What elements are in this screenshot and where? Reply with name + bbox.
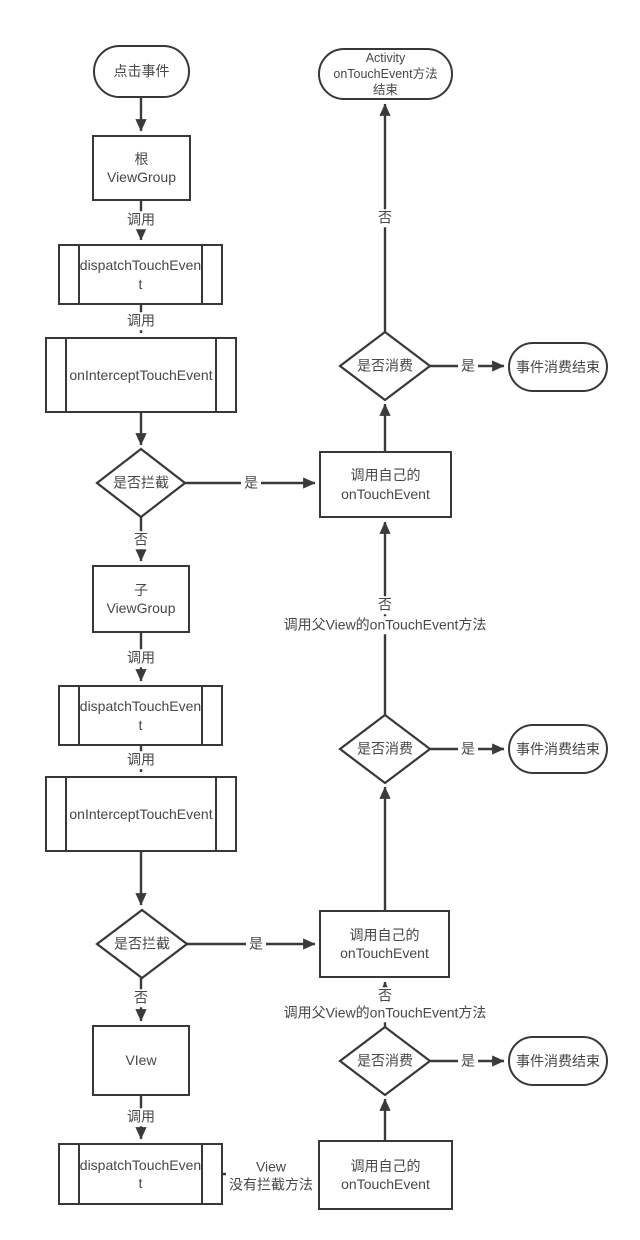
edge-label-yes-2: 是 (246, 935, 266, 953)
edge-label-no-5: 否 (375, 987, 395, 1005)
node-call-own-ontouchevent-3: 调用自己的 onTouchEvent (318, 1140, 453, 1210)
edge-label-view-no-intercept: View 没有拦截方法 (226, 1158, 316, 1194)
edge-label-call-2: 调用 (124, 312, 158, 330)
edge-label-call-1: 调用 (124, 211, 158, 229)
edge-label-yes-3: 是 (458, 357, 478, 375)
edge-label-call-parent-2: 调用父View的onTouchEvent方法 (280, 1004, 490, 1022)
diamond-is-consume-1 (338, 330, 432, 402)
node-call-own-ontouchevent-2: 调用自己的 onTouchEvent (319, 910, 450, 978)
decision-is-consume-2-label: 是否消费 (357, 740, 413, 757)
node-event-consume-end-2: 事件消费结束 (508, 724, 608, 774)
node-label: dispatchTouchEvent (79, 257, 202, 292)
node-label: onInterceptTouchEvent (69, 366, 213, 383)
edge-label-yes-1: 是 (241, 474, 261, 492)
node-view: VIew (92, 1025, 190, 1096)
node-on-intercept-touch-event-1: onInterceptTouchEvent (45, 337, 237, 413)
node-start: 点击事件 (93, 45, 190, 98)
node-on-intercept-touch-event-2: onInterceptTouchEvent (45, 776, 237, 852)
node-dispatch-touch-event-2: dispatchTouchEvent (58, 685, 223, 746)
edge-label-yes-5: 是 (458, 1052, 478, 1070)
decision-is-intercept-1-label: 是否拦截 (113, 474, 169, 491)
edge-label-call-3: 调用 (124, 649, 158, 667)
edge-label-call-parent-1: 调用父View的onTouchEvent方法 (280, 616, 490, 634)
diamond-is-intercept-2 (95, 908, 189, 980)
edge-label-no-2: 否 (131, 989, 151, 1007)
decision-is-consume-1-label: 是否消费 (357, 357, 413, 374)
diamond-is-intercept-1 (95, 447, 187, 519)
node-dispatch-touch-event-3: dispatchTouchEvent (58, 1143, 223, 1205)
edge-label-yes-4: 是 (458, 740, 478, 758)
decision-diamonds (95, 330, 432, 1097)
diamond-is-consume-2 (338, 713, 432, 785)
diamond-is-consume-3 (338, 1025, 432, 1097)
edge-label-no-1: 否 (131, 531, 151, 549)
node-child-viewgroup: 子 ViewGroup (92, 565, 190, 633)
node-activity-ontouchevent-end: Activity onTouchEvent方法 结束 (318, 48, 453, 100)
node-dispatch-touch-event-1: dispatchTouchEvent (58, 244, 223, 305)
decision-is-consume-3-label: 是否消费 (357, 1052, 413, 1069)
node-event-consume-end-1: 事件消费结束 (508, 342, 608, 392)
node-label: dispatchTouchEvent (79, 698, 202, 733)
decision-is-intercept-2-label: 是否拦截 (114, 935, 170, 952)
node-event-consume-end-3: 事件消费结束 (508, 1036, 608, 1086)
edge-label-no-4: 否 (375, 596, 395, 614)
edge-label-call-4: 调用 (124, 751, 158, 769)
node-label: dispatchTouchEvent (79, 1156, 202, 1191)
node-label: onInterceptTouchEvent (69, 805, 213, 822)
edge-label-no-3: 否 (375, 209, 395, 227)
node-call-own-ontouchevent-1: 调用自己的 onTouchEvent (319, 451, 452, 518)
node-root-viewgroup: 根 ViewGroup (92, 135, 191, 201)
edge-label-call-5: 调用 (124, 1108, 158, 1126)
